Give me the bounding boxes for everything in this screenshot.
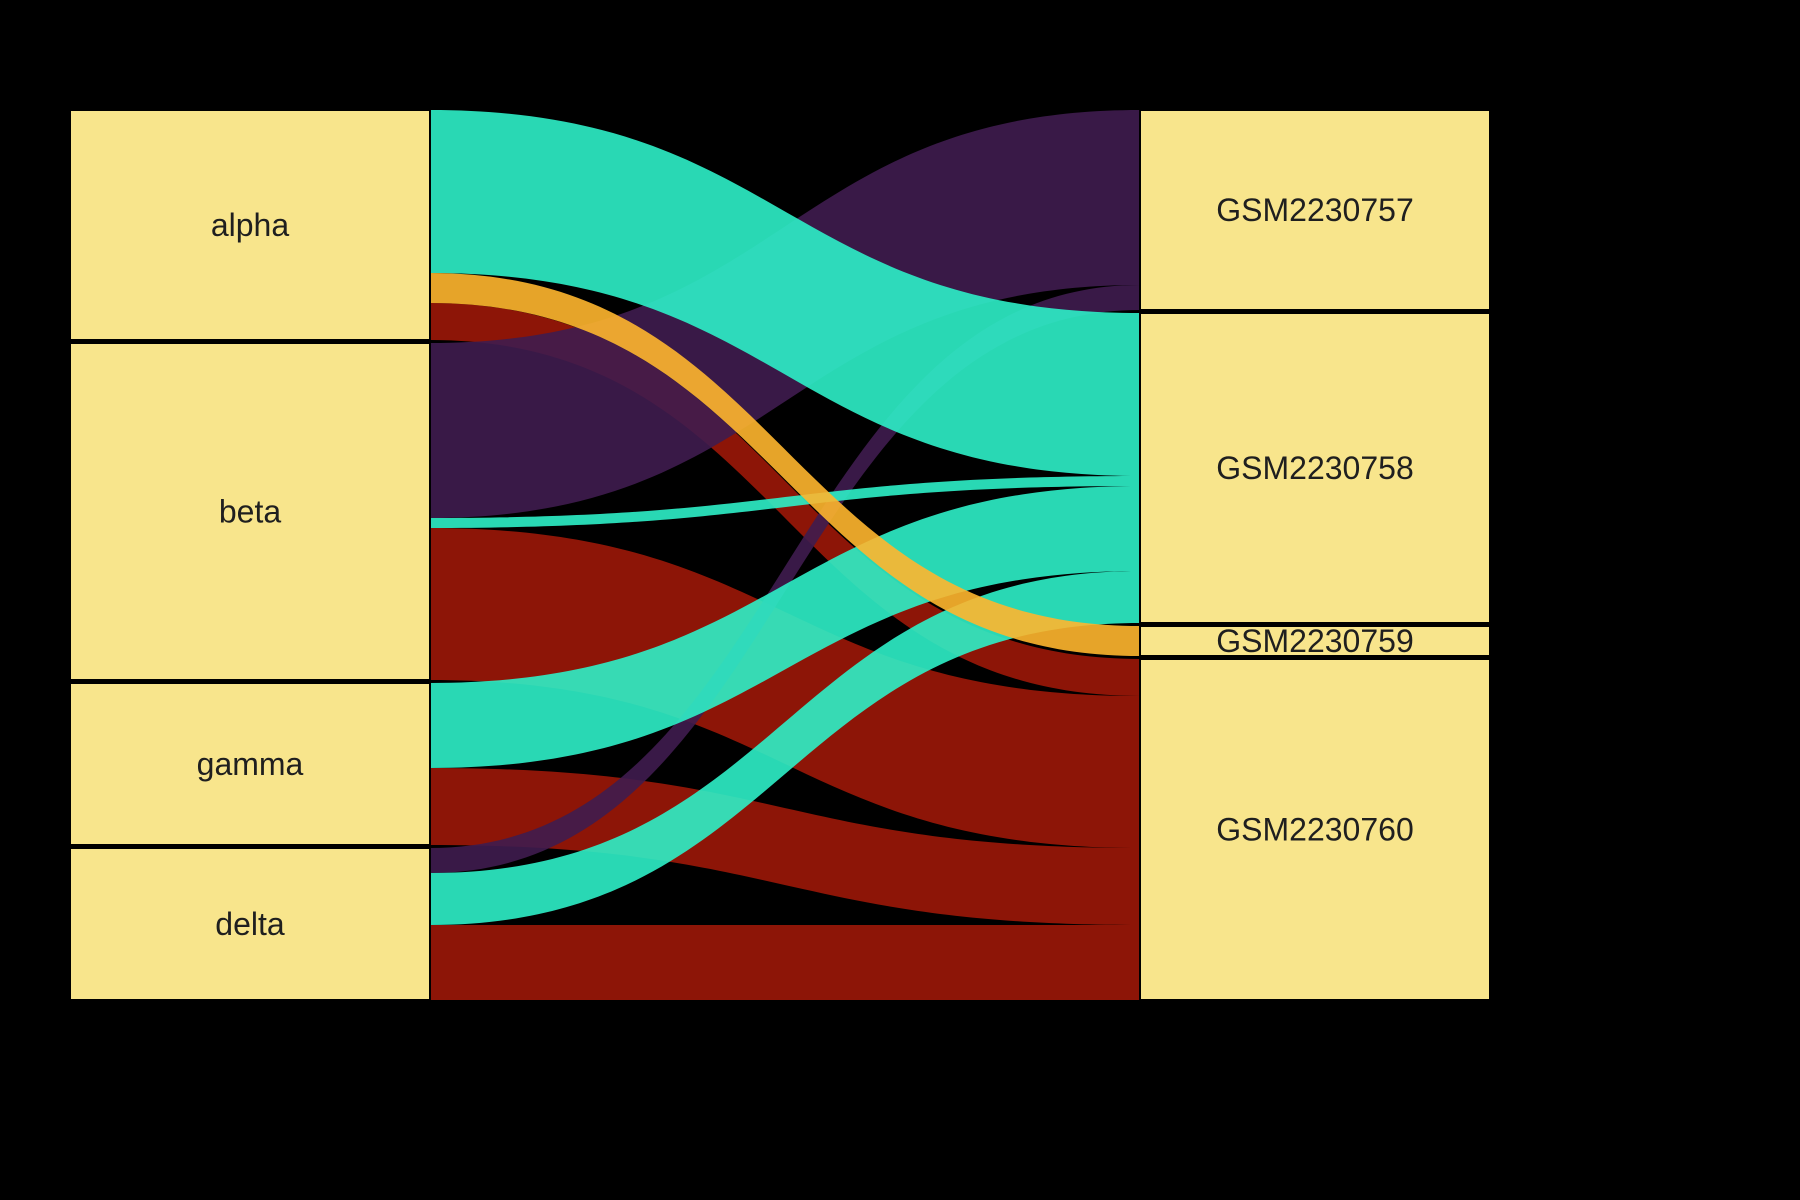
node-label-GSM2230760: GSM2230760 — [1216, 812, 1413, 848]
node-label-alpha: alpha — [211, 207, 290, 243]
sankey-node-GSM2230758 — [1139, 312, 1491, 624]
sankey-node-gamma — [69, 682, 431, 846]
sankey-node-GSM2230757 — [1139, 109, 1491, 311]
node-label-delta: delta — [215, 906, 285, 942]
sankey-node-alpha — [69, 109, 431, 341]
sankey-links — [430, 110, 1140, 1000]
sankey-link-delta-GSM2230760 — [430, 925, 1140, 1000]
sankey-node-GSM2230760 — [1139, 658, 1491, 1001]
sankey-link-delta-GSM2230757 — [430, 285, 1140, 873]
node-label-beta: beta — [219, 494, 281, 530]
node-label-GSM2230757: GSM2230757 — [1216, 192, 1413, 228]
sankey-link-delta-GSM2230758 — [430, 571, 1140, 925]
node-label-GSM2230759: GSM2230759 — [1216, 623, 1413, 659]
sankey-node-beta — [69, 342, 431, 681]
sankey-link-beta-GSM2230760 — [430, 528, 1140, 848]
sankey-node-delta — [69, 847, 431, 1001]
sankey-node-GSM2230759 — [1139, 625, 1491, 657]
node-label-GSM2230758: GSM2230758 — [1216, 450, 1413, 486]
sankey-link-alpha-GSM2230758 — [430, 110, 1140, 476]
sankey-link-gamma-GSM2230758 — [430, 486, 1140, 768]
sankey-link-alpha-GSM2230759 — [430, 273, 1140, 656]
node-label-gamma: gamma — [197, 746, 304, 782]
sankey-link-beta-GSM2230758 — [430, 476, 1140, 528]
